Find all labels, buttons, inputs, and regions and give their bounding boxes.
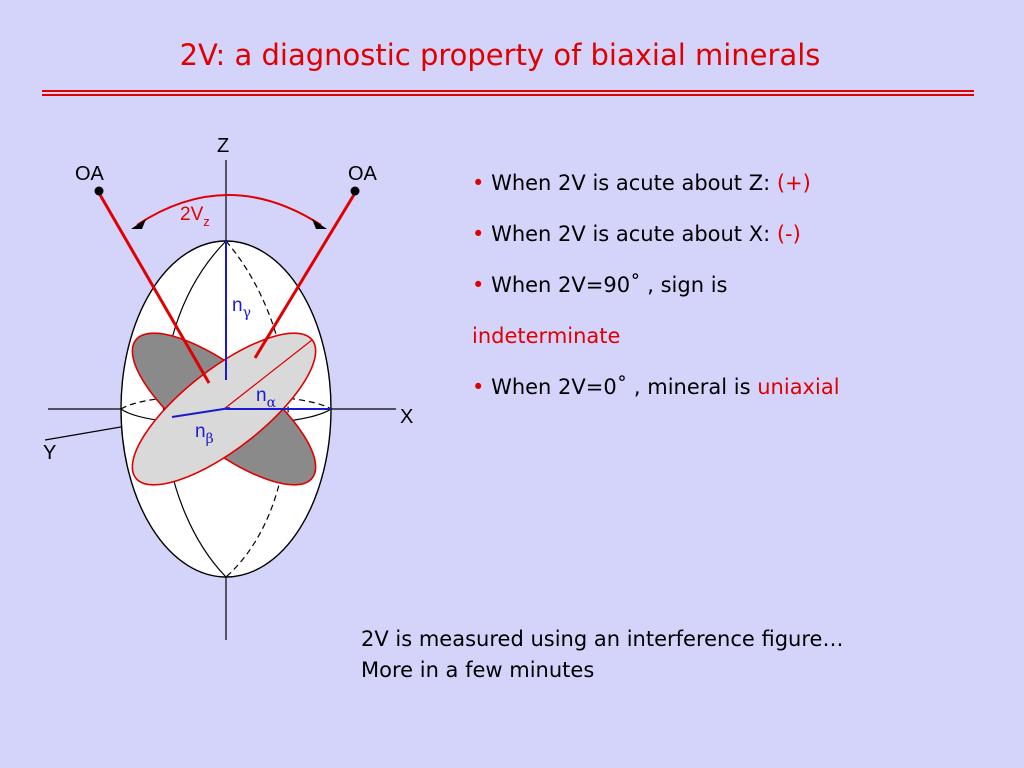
note-line-1: 2V is measured using an interference fig… — [361, 627, 844, 651]
oa-label-left: OA — [75, 163, 105, 185]
section-edge-right-upper — [223, 339, 313, 410]
z-label: Z — [217, 135, 229, 157]
indicatrix-diagram: Z X Y OA OA 2Vz nγ nα nβ — [43, 135, 413, 640]
2v-arc-arrow-right — [312, 219, 327, 229]
bullet-continuation: indeterminate — [472, 324, 621, 348]
n-beta-axis — [171, 407, 231, 418]
x-label: X — [400, 406, 413, 428]
optic-axis-left — [97, 192, 211, 384]
bullet-item: • When 2V=90˚ , sign is — [472, 273, 728, 297]
2v-label: 2Vz — [180, 204, 210, 229]
2v-arc-arrow-left — [131, 219, 146, 229]
y-label: Y — [43, 442, 56, 464]
bullet-item: • When 2V=0˚ , mineral is uniaxial — [472, 375, 840, 399]
bullet-item: • When 2V is acute about Z: (+) — [472, 171, 811, 195]
optic-axis-left-end — [94, 186, 104, 196]
optic-axis-right — [253, 192, 357, 359]
bullet-item: • When 2V is acute about X: (-) — [472, 222, 801, 246]
title-rule — [42, 90, 974, 92]
n-beta-label: nβ — [195, 421, 214, 447]
slide-title: 2V: a diagnostic property of biaxial min… — [179, 38, 821, 72]
note-line-2: More in a few minutes — [361, 658, 595, 682]
2v-arc — [136, 194, 322, 226]
title-rule-lower — [42, 94, 974, 96]
n-gamma-label: nγ — [232, 295, 251, 321]
n-alpha-label: nα — [256, 385, 277, 411]
oa-label-right: OA — [348, 163, 378, 185]
ellipsoid-equator-back — [120, 394, 332, 410]
optic-axis-right-end — [350, 186, 360, 196]
bottom-note: 2V is measured using an interference fig… — [361, 624, 1001, 686]
bullet-list: • When 2V is acute about Z: (+) • When 2… — [472, 170, 1012, 425]
